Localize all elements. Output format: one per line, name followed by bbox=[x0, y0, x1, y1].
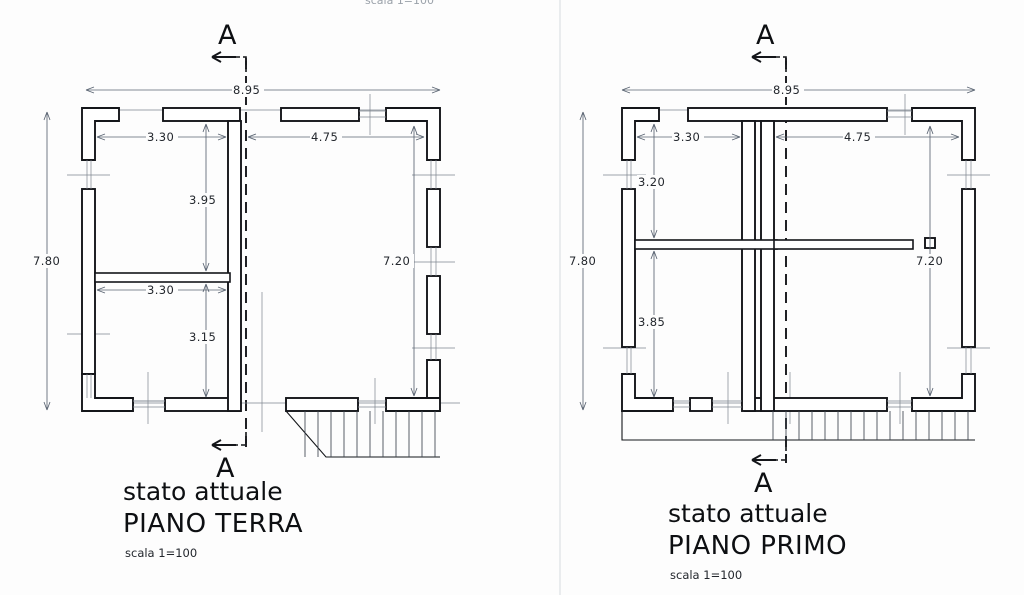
dimension-4-75-label-primo: 4.75 bbox=[844, 130, 871, 144]
wall-east-lower bbox=[426, 275, 441, 335]
wall-south-east-corner bbox=[385, 359, 441, 412]
section-marker-bottom-letter: A bbox=[216, 453, 235, 484]
dimension-overall-width: 8.95 bbox=[85, 83, 441, 97]
section-leader-top-primo bbox=[776, 56, 787, 72]
section-arrow-head-top-primo bbox=[751, 51, 762, 63]
section-arrow-head-top bbox=[211, 51, 222, 63]
section-leader-bottom-primo bbox=[776, 447, 787, 461]
wall-interior-horizontal bbox=[94, 272, 231, 283]
dimension-overall-width-label-primo: 8.95 bbox=[773, 83, 800, 97]
plan-piano-primo: A A 8.95 7.80 bbox=[568, 20, 990, 582]
section-marker-top-letter-primo: A bbox=[756, 20, 775, 51]
dimension-overall-height-primo: 7.80 bbox=[568, 111, 600, 411]
caption-scale-piano-primo: scala 1=100 bbox=[670, 568, 742, 582]
plan-piano-terra: A A 8.95 7.80 bbox=[32, 20, 460, 560]
section-marker-bottom-primo: A bbox=[751, 447, 787, 499]
section-arrow-head-bottom bbox=[211, 439, 222, 451]
caption-line2-piano-primo: PIANO PRIMO bbox=[668, 531, 847, 561]
dimension-room-right-width-primo: 4.75 bbox=[775, 130, 960, 144]
caption-line1-piano-terra: stato attuale bbox=[123, 477, 283, 506]
section-marker-top: A bbox=[211, 20, 247, 72]
external-staircase bbox=[285, 410, 440, 458]
dimension-7-20-label: 7.20 bbox=[383, 254, 410, 268]
wall-central-right-primo bbox=[760, 120, 775, 412]
wall-south-landing-segment bbox=[285, 397, 359, 412]
dimension-3-30-upper-label: 3.30 bbox=[147, 130, 174, 144]
wall-north-west-corner-primo bbox=[621, 107, 660, 161]
dimension-3-15-label: 3.15 bbox=[189, 330, 216, 344]
wall-west-main bbox=[81, 188, 96, 375]
wall-south-east-corner-primo bbox=[911, 373, 976, 412]
window-openings bbox=[86, 110, 437, 408]
top-clipped-scale-note: scala 1=100 bbox=[365, 0, 434, 7]
caption-line1-piano-primo: stato attuale bbox=[668, 499, 828, 528]
dimension-room-left-width-primo: 3.30 bbox=[636, 130, 741, 144]
dimension-overall-width-primo: 8.95 bbox=[621, 83, 976, 97]
section-marker-bottom-letter-primo: A bbox=[754, 468, 773, 499]
wall-west-upper-primo bbox=[621, 188, 636, 348]
dimension-overall-width-label: 8.95 bbox=[233, 83, 260, 97]
dimension-room-left-height-lower: 3.15 bbox=[188, 283, 220, 398]
wall-south-left-stub-primo bbox=[689, 397, 713, 412]
wall-north-east-corner-primo bbox=[911, 107, 976, 161]
dimension-room-left-height-upper-primo: 3.20 bbox=[637, 123, 669, 239]
section-marker-top-primo: A bbox=[751, 20, 787, 72]
dimension-overall-height: 7.80 bbox=[32, 111, 64, 411]
dimension-3-30-label-primo: 3.30 bbox=[673, 130, 700, 144]
dimension-3-95-label: 3.95 bbox=[189, 193, 216, 207]
wall-north-middle bbox=[162, 107, 241, 122]
dimension-3-30-lower-label: 3.30 bbox=[147, 283, 174, 297]
wall-north-east-corner bbox=[385, 107, 441, 161]
dimension-3-20-label-primo: 3.20 bbox=[638, 175, 665, 189]
dimension-overall-height-label: 7.80 bbox=[33, 254, 60, 268]
wall-south-west-corner bbox=[81, 373, 134, 412]
wall-north-left-stub bbox=[81, 107, 120, 161]
section-arrow-head-bottom-primo bbox=[751, 454, 762, 466]
window-openings-primo bbox=[626, 110, 972, 408]
dimension-3-85-label-primo: 3.85 bbox=[638, 315, 665, 329]
wall-south-west-corner-primo bbox=[621, 373, 674, 412]
dimension-7-20-label-primo: 7.20 bbox=[916, 254, 943, 268]
balcony-stair-slab-primo bbox=[621, 411, 975, 441]
dimension-room-left-width-lower: 3.30 bbox=[96, 283, 227, 297]
dimension-room-left-height-lower-primo: 3.85 bbox=[637, 250, 669, 398]
section-marker-bottom: A bbox=[211, 432, 247, 484]
wall-east-upper bbox=[426, 188, 441, 248]
dimension-room-left-height-upper: 3.95 bbox=[188, 123, 220, 272]
dimension-4-75-label: 4.75 bbox=[311, 130, 338, 144]
wall-interior-horizontal-left-primo bbox=[634, 239, 778, 250]
wall-central-left-primo bbox=[741, 120, 756, 412]
section-leader-bottom bbox=[236, 432, 247, 446]
wall-interior-vertical bbox=[227, 120, 242, 412]
wall-interior-horizontal-right-primo bbox=[773, 239, 914, 250]
dimension-overall-height-label-primo: 7.80 bbox=[569, 254, 596, 268]
dimension-room-right-height-primo: 7.20 bbox=[915, 125, 947, 397]
wall-north-long-primo bbox=[687, 107, 888, 122]
caption-line2-piano-terra: PIANO TERRA bbox=[123, 509, 303, 539]
wall-north-right-segment bbox=[280, 107, 360, 122]
caption-scale-piano-terra: scala 1=100 bbox=[125, 546, 197, 560]
wall-east-upper-primo bbox=[961, 188, 976, 348]
section-leader-top bbox=[236, 56, 247, 72]
dimension-room-right-height: 7.20 bbox=[382, 125, 418, 397]
dimension-room-right-width: 4.75 bbox=[247, 130, 425, 144]
section-marker-top-letter: A bbox=[218, 20, 237, 51]
dimension-room-left-width-upper: 3.30 bbox=[96, 130, 227, 144]
